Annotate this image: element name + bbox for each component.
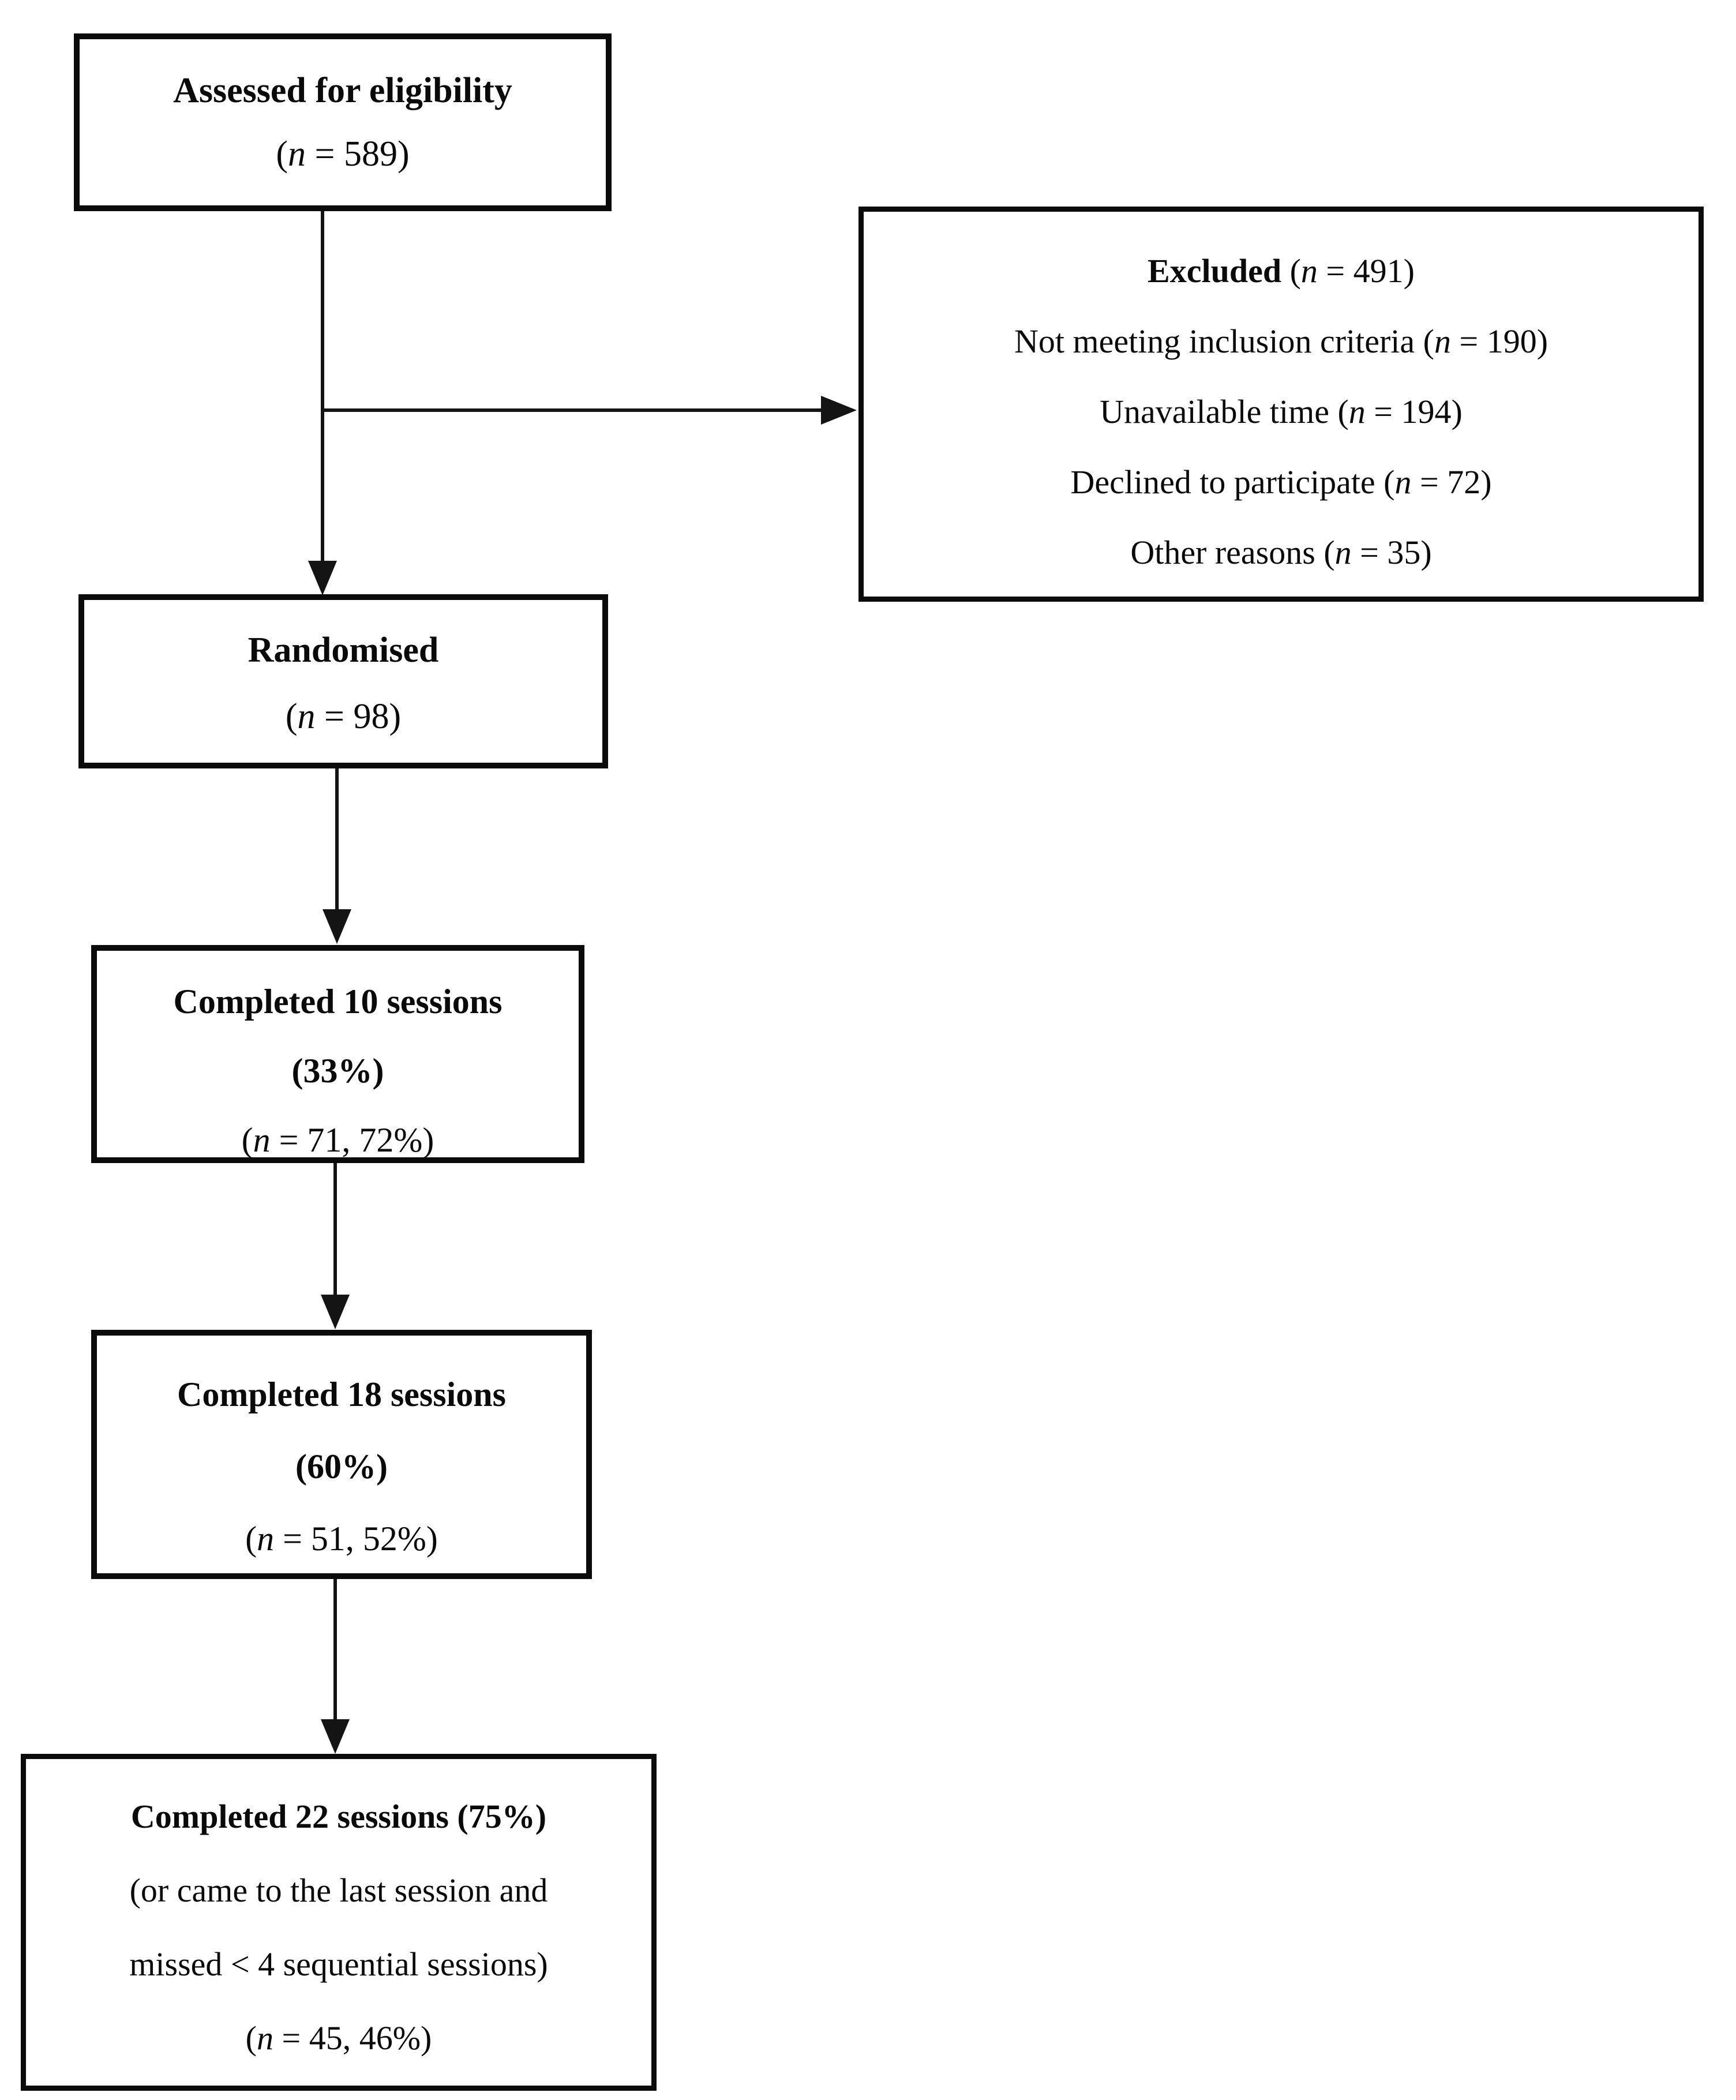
c22-n: (n = 45, 46%) xyxy=(245,2019,432,2057)
c10-pct: (33%) xyxy=(291,1052,384,1090)
assessed-n: (n = 589) xyxy=(276,134,410,174)
c22-line2: (or came to the last session and xyxy=(129,1872,548,1909)
completed-22-sessions-box: Completed 22 sessions (75%) (or came to … xyxy=(21,1754,657,2091)
flow-line-c10-to-c18 xyxy=(333,1163,337,1297)
c18-n: (n = 51, 52%) xyxy=(245,1520,438,1558)
completed-18-sessions-box: Completed 18 sessions (60%) (n = 51, 52%… xyxy=(91,1330,592,1579)
excluded-reason: Other reasons (n = 35) xyxy=(1130,534,1432,571)
assessed-for-eligibility-box: Assessed for eligibility (n = 589) xyxy=(74,33,612,211)
completed-10-sessions-box: Completed 10 sessions (33%) (n = 71, 72%… xyxy=(91,945,584,1163)
flow-line-randomised-to-c10 xyxy=(335,768,339,913)
excluded-box: Excluded (n = 491) Not meeting inclusion… xyxy=(858,207,1704,602)
flow-line-assessed-to-randomised xyxy=(321,211,324,564)
arrowhead-right-excluded xyxy=(821,396,857,425)
randomised-title: Randomised xyxy=(248,631,439,670)
c22-title: Completed 22 sessions (75%) xyxy=(130,1798,547,1835)
excluded-reason: Unavailable time (n = 194) xyxy=(1100,393,1463,430)
excluded-title-line: Excluded (n = 491) xyxy=(864,236,1698,306)
flow-line-c18-to-c22 xyxy=(333,1579,337,1722)
excluded-reason: Not meeting inclusion criteria (n = 190) xyxy=(1014,322,1548,360)
c10-n: (n = 71, 72%) xyxy=(241,1121,434,1159)
c22-line3: missed < 4 sequential sessions) xyxy=(129,1945,548,1983)
excluded-reason: Declined to participate (n = 72) xyxy=(1070,463,1492,501)
arrowhead-down-c10 xyxy=(323,909,351,944)
c10-title: Completed 10 sessions xyxy=(173,982,503,1021)
excluded-title: Excluded xyxy=(1148,252,1282,290)
randomised-box: Randomised (n = 98) xyxy=(78,594,608,768)
c18-pct: (60%) xyxy=(295,1447,388,1486)
arrowhead-down-randomised xyxy=(308,561,337,595)
excluded-title-n: (n = 491) xyxy=(1281,252,1415,290)
randomised-n: (n = 98) xyxy=(285,697,402,736)
arrowhead-down-c18 xyxy=(321,1295,350,1329)
c18-title: Completed 18 sessions xyxy=(177,1375,507,1413)
flow-line-to-excluded xyxy=(323,408,821,412)
arrowhead-down-c22 xyxy=(321,1719,350,1754)
assessed-title: Assessed for eligibility xyxy=(173,71,512,110)
